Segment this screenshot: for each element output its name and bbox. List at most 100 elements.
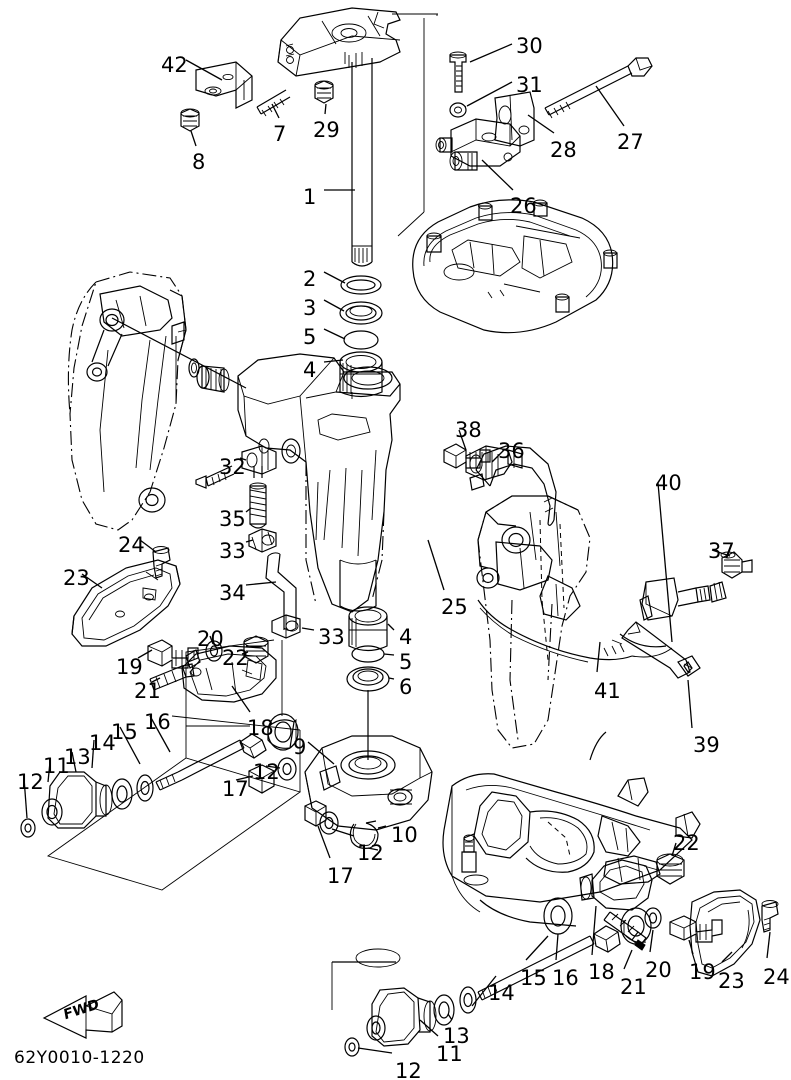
- callout-13-right: 13: [443, 1024, 470, 1048]
- callout-33-lower: 33: [318, 625, 345, 649]
- hose-clamp-32: [195, 445, 277, 489]
- callout-19-left: 19: [116, 655, 143, 679]
- callout-12-left: 12: [17, 770, 44, 794]
- callout-4-upper: 4: [303, 358, 317, 382]
- bolt-8: [180, 108, 200, 132]
- hose-34: [265, 552, 297, 631]
- diagram-part-number: 62Y0010-1220: [14, 1048, 145, 1068]
- steering-shaft: [351, 58, 373, 267]
- callout-38: 38: [455, 418, 482, 442]
- washer-20-right: [644, 907, 662, 929]
- callout-28: 28: [550, 138, 577, 162]
- plate-28: [494, 91, 535, 147]
- callout-24-left: 24: [118, 533, 145, 557]
- anode-bracket-42: [195, 61, 253, 109]
- callout-16-right: 16: [552, 966, 579, 990]
- callout-1: 1: [303, 185, 317, 209]
- tilt-tube-shaft: [111, 317, 247, 393]
- callout-39: 39: [693, 733, 720, 757]
- callout-12-lower: 12: [357, 841, 384, 865]
- callout-8: 8: [192, 150, 206, 174]
- callout-22-left: 22: [222, 646, 249, 670]
- callout-11-left: 11: [43, 754, 70, 778]
- right-swivel-bracket-phantom: [476, 495, 591, 749]
- callout-14-left: 14: [89, 731, 116, 755]
- callout-41: 41: [594, 679, 621, 703]
- swivel-bracket: [237, 353, 401, 613]
- lower-mount-bracket-18-left: [181, 645, 277, 703]
- callout-15-right: 15: [520, 966, 547, 990]
- callout-36: 36: [498, 439, 525, 463]
- callout-12-mid: 12: [253, 760, 280, 784]
- trim-sender-37: [720, 551, 753, 579]
- callout-37: 37: [708, 539, 735, 563]
- bolt-19-right: [669, 915, 723, 943]
- through-bolt-assembly-left: [20, 713, 299, 838]
- callout-29: 29: [313, 118, 340, 142]
- callout-23-left: 23: [63, 566, 90, 590]
- callout-11-right: 11: [436, 1042, 463, 1066]
- callout-14-right: 14: [488, 981, 515, 1005]
- callout-27: 27: [617, 130, 644, 154]
- bushing-stack-lower: [346, 606, 390, 760]
- hose-clip-33-lower: [271, 614, 301, 639]
- long-bolt-27: [544, 57, 653, 119]
- bolt-29: [314, 80, 334, 104]
- leader-lines: [23, 43, 771, 1054]
- mount-cover-23-left: [71, 559, 181, 647]
- steering-arm-assembly: [277, 7, 401, 77]
- screw-35: [249, 466, 267, 529]
- callout-9: 9: [293, 735, 307, 759]
- callout-21-left: 21: [134, 679, 161, 703]
- callout-17-lower: 17: [327, 864, 354, 888]
- screw-7: [256, 89, 291, 117]
- nut-17b: [304, 800, 327, 827]
- bushing-stack-upper: [339, 275, 383, 399]
- callout-18-left: 18: [247, 716, 274, 740]
- lower-mount-bracket-9: [304, 735, 433, 831]
- sensor-lead-39-40: [621, 621, 701, 679]
- circlip-10: [349, 820, 379, 851]
- bolt-19-left: [147, 639, 199, 669]
- callout-23-right: 23: [718, 969, 745, 993]
- bolt-30: [449, 51, 467, 93]
- callout-20-right: 20: [645, 958, 672, 982]
- callout-42: 42: [161, 53, 188, 77]
- washer-12b: [277, 757, 297, 781]
- fwd-arrow: [42, 991, 123, 1039]
- washer-20-left: [205, 640, 223, 662]
- callout-21-right: 21: [620, 975, 647, 999]
- callout-6: 6: [399, 675, 413, 699]
- bolt-24-right: [761, 900, 779, 933]
- hose-36: [465, 445, 557, 526]
- gearcase-lower-unit: [442, 731, 701, 927]
- callout-25: 25: [441, 595, 468, 619]
- callout-2: 2: [303, 267, 317, 291]
- callout-5-upper: 5: [303, 325, 317, 349]
- callout-33-upper: 33: [219, 539, 246, 563]
- callout-18-right: 18: [588, 960, 615, 984]
- hose-clip-33-upper: [248, 528, 277, 553]
- callout-40: 40: [655, 471, 682, 495]
- bolt-22-right: [656, 853, 685, 885]
- callout-5-lower: 5: [399, 650, 413, 674]
- callout-12-bottom: 12: [395, 1059, 422, 1080]
- callout-20-left: 20: [197, 627, 224, 651]
- bolt-22-left: [243, 635, 269, 664]
- callout-4-lower: 4: [399, 625, 413, 649]
- clamp-bracket-left-phantom: [67, 271, 187, 531]
- callout-22-right: 22: [673, 831, 700, 855]
- callout-34: 34: [219, 581, 246, 605]
- callout-35: 35: [219, 507, 246, 531]
- assembly-frames: [46, 13, 438, 891]
- callout-10: 10: [391, 823, 418, 847]
- wiring-harness-41: [477, 577, 727, 663]
- callout-24-right: 24: [763, 965, 790, 989]
- lower-cowl-housing: [412, 199, 618, 334]
- bracket-assembly-26: [435, 118, 521, 171]
- callout-13-left: 13: [64, 745, 91, 769]
- callout-3: 3: [303, 296, 317, 320]
- callout-31: 31: [516, 73, 543, 97]
